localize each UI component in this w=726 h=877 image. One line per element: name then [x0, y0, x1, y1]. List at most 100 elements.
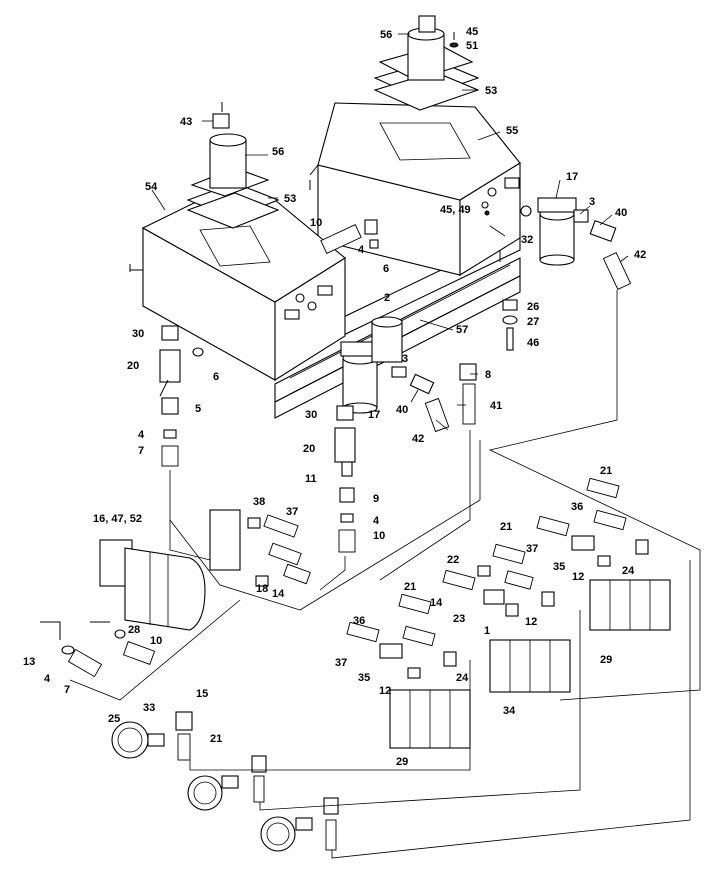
callout-20-center: 20 [303, 443, 315, 455]
fittings-center [320, 219, 477, 433]
callout-35-left: 35 [358, 672, 370, 684]
callout-45-49: 45, 49 [440, 204, 471, 216]
callout-17-lower: 17 [368, 409, 380, 421]
callout-42-center: 42 [412, 433, 424, 445]
gauge-middle [187, 755, 267, 811]
callout-3-center: 3 [402, 353, 408, 365]
callout-21-left: 21 [404, 581, 416, 593]
hydraulic-pump [99, 509, 241, 631]
callout-36-left: 36 [353, 615, 365, 627]
callout-51: 51 [466, 40, 478, 52]
callout-10-center: 10 [373, 530, 385, 542]
callout-55: 55 [506, 125, 518, 137]
callout-36-right: 36 [571, 501, 583, 513]
callout-4-lower: 4 [44, 673, 51, 685]
callout-12-right: 12 [572, 571, 584, 583]
callout-13: 13 [23, 656, 35, 668]
callout-35-right: 35 [553, 561, 565, 573]
callout-21-right: 21 [600, 465, 612, 477]
callout-53-top: 53 [485, 85, 497, 97]
callout-14-pump: 14 [272, 588, 285, 600]
callout-4-left: 4 [138, 429, 145, 441]
callout-16-47-52: 16, 47, 52 [93, 513, 142, 525]
callout-37-mid: 37 [526, 543, 538, 555]
callout-3-upper: 3 [589, 196, 595, 208]
callout-labels: 56 45 51 53 43 56 55 54 53 17 3 40 45, 4… [23, 26, 646, 768]
callout-57: 57 [456, 324, 468, 336]
callout-12-left: 12 [379, 685, 391, 697]
gauge-upper [111, 711, 193, 761]
callout-21-mid: 21 [500, 521, 512, 533]
callout-24-right: 24 [622, 565, 635, 577]
callout-30-center: 30 [305, 409, 317, 421]
filter-upper [537, 197, 577, 266]
callout-56-top: 56 [380, 29, 392, 41]
control-valve-34 [489, 639, 571, 693]
callout-20-left: 20 [127, 360, 139, 372]
callout-29-left: 29 [396, 756, 408, 768]
left-valve-stack [159, 325, 204, 467]
callout-26: 26 [527, 301, 539, 313]
callout-46: 46 [527, 337, 539, 349]
callout-6-upper: 6 [383, 263, 389, 275]
callout-28: 28 [128, 624, 140, 636]
callout-21-gauge: 21 [210, 733, 222, 745]
callout-37-left: 37 [335, 657, 347, 669]
callout-53-left: 53 [284, 193, 296, 205]
callout-7-upper: 7 [138, 445, 144, 457]
callout-10-lower: 10 [150, 635, 162, 647]
pipe-routing [69, 290, 701, 859]
callout-11: 11 [305, 473, 317, 485]
suction-fittings [40, 621, 156, 678]
callout-41: 41 [490, 400, 502, 412]
right-filler-assembly [373, 15, 480, 111]
callout-1: 1 [484, 625, 490, 637]
callout-4-center: 4 [373, 515, 380, 527]
callout-2: 2 [384, 292, 390, 304]
callout-37-pump: 37 [286, 506, 298, 518]
valve-fittings [346, 477, 649, 679]
callout-40-center: 40 [396, 404, 408, 416]
callout-10-upper: 10 [310, 217, 322, 229]
callout-42-upper: 42 [634, 249, 646, 261]
callout-45-top: 45 [466, 26, 478, 38]
callout-23: 23 [453, 613, 465, 625]
callout-24-left: 24 [456, 672, 469, 684]
callout-12-mid: 12 [525, 616, 537, 628]
callout-18: 18 [256, 583, 268, 595]
control-valve-29-left [389, 689, 471, 749]
callout-33: 33 [143, 702, 155, 714]
callout-5: 5 [195, 403, 201, 415]
callout-4-upper: 4 [358, 244, 365, 256]
callout-8: 8 [485, 369, 491, 381]
callout-22: 22 [447, 554, 459, 566]
callout-56-left: 56 [272, 146, 284, 158]
callout-15: 15 [196, 688, 208, 700]
right-reservoir-tank [309, 102, 521, 276]
callout-14-mid: 14 [430, 597, 443, 609]
callout-43: 43 [180, 116, 192, 128]
callout-9: 9 [373, 493, 379, 505]
callout-29-right: 29 [600, 654, 612, 666]
callout-40-upper: 40 [615, 207, 627, 219]
callout-38: 38 [253, 496, 265, 508]
left-filler-assembly [186, 102, 280, 229]
center-valve-stack [334, 405, 356, 553]
callout-30-left: 30 [132, 328, 144, 340]
filter-head-2 [371, 316, 403, 363]
fittings-upper-right [484, 177, 632, 351]
control-valve-29-right [589, 579, 671, 631]
callout-7-lower: 7 [64, 684, 70, 696]
callout-25: 25 [108, 713, 120, 725]
leader-lines [151, 33, 629, 431]
callout-27: 27 [527, 316, 539, 328]
callout-34: 34 [503, 705, 516, 717]
callout-17-upper: 17 [566, 171, 578, 183]
left-reservoir-tank [129, 199, 346, 381]
filter-lower [340, 341, 380, 414]
callout-54: 54 [145, 181, 158, 193]
callout-6-left: 6 [213, 371, 219, 383]
callout-32: 32 [521, 234, 533, 246]
